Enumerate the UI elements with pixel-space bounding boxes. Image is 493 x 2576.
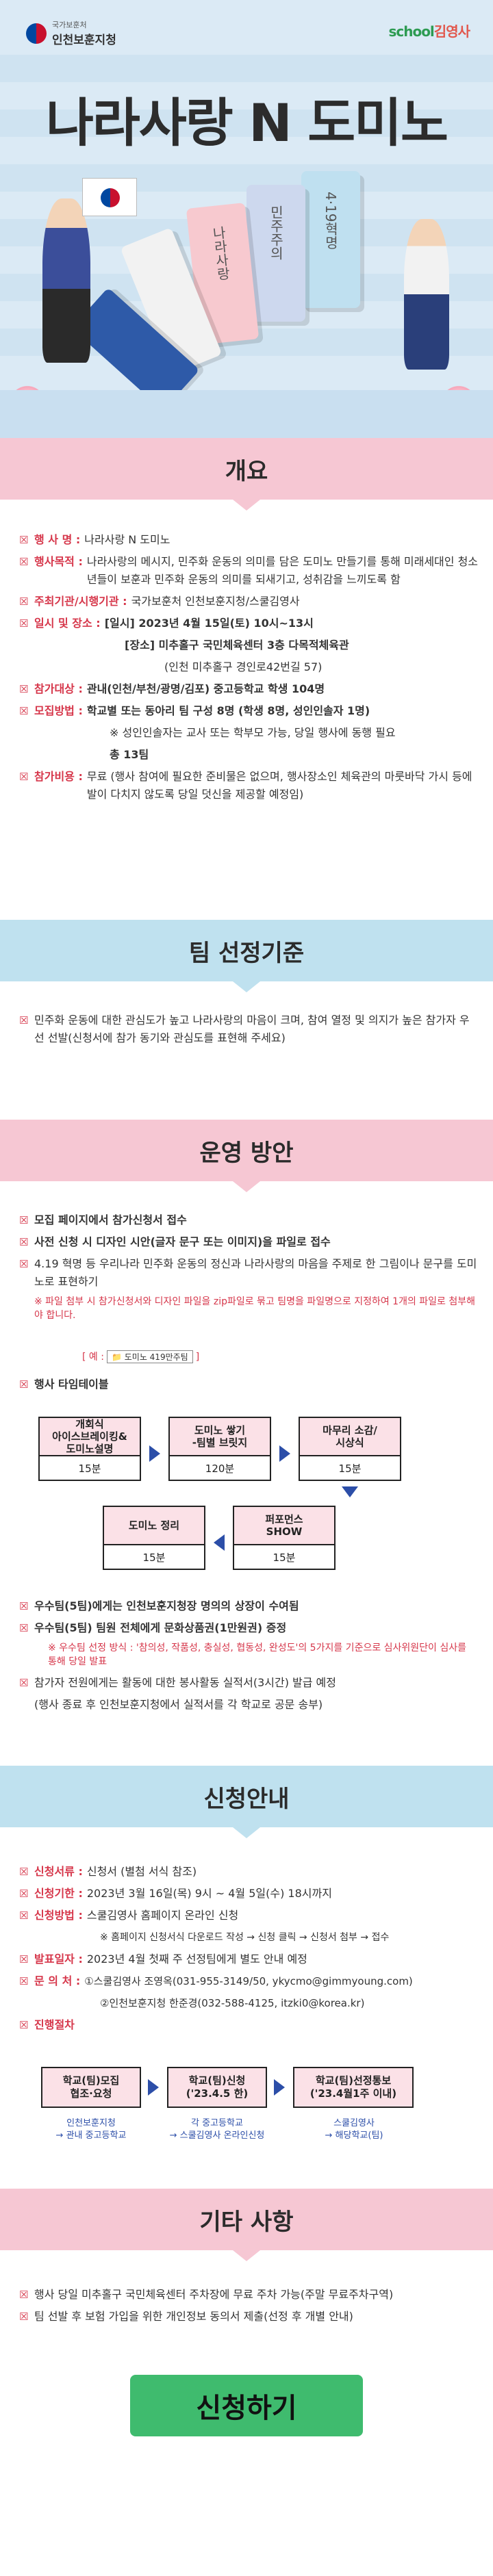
list-item: ※ 파일 첨부 시 참가신청서와 디자인 파일을 zip파일로 묶고 팀명을 파… xyxy=(34,1296,476,1321)
team-criteria: ☒민주화 운동에 대한 관심도가 높고 나라사랑의 마음이 크며, 참여 열정 … xyxy=(19,1012,478,1051)
apply-list: ☒신청서류 :신청서 (별첨 서식 참조) ☒신청기한 :2023년 3월 16… xyxy=(19,1863,478,2038)
flow-step-5: 도미노 정리 15분 xyxy=(103,1506,205,1570)
section-title: 신청안내 xyxy=(203,1785,290,1813)
process-step-1: 학교(팀)모집 협조·요청 xyxy=(41,2067,141,2108)
flow-step-4: 퍼포먼스 SHOW 15분 xyxy=(233,1506,336,1570)
arrow-right-icon xyxy=(279,1445,290,1462)
org-logo: 국가보훈처 인천보훈지청 xyxy=(26,19,116,47)
list-item: ☒행 사 명 :나라사랑 N 도미노 xyxy=(19,533,170,546)
section-title: 팀 선정기준 xyxy=(188,939,305,967)
list-item: ☒일시 및 장소 :[일시] 2023년 4월 15일(토) 10시~13시 xyxy=(19,617,314,630)
section-title: 기타 사항 xyxy=(199,2208,294,2236)
ground xyxy=(0,390,493,438)
list-item: ☒우수팀(5팀)에게는 인천보훈지청장 명의의 상장이 수여됨 xyxy=(19,1599,299,1612)
section-header-apply: 신청안내 xyxy=(0,1766,493,1838)
taegeuk-icon xyxy=(26,23,47,44)
org-small: 국가보훈처 xyxy=(52,21,87,29)
flow-step-2: 도미노 쌓기 -팀별 브릿지 120분 xyxy=(168,1417,271,1481)
list-item: ☒참가대상 :관내(인천/부천/광명/김포) 중고등학교 학생 104명 xyxy=(19,682,325,695)
domino-1: 4·19혁명 xyxy=(301,171,360,308)
list-item: ☒4.19 혁명 등 우리나라 민주화 운동의 정신과 나라사랑의 마음을 주제… xyxy=(19,1257,477,1288)
timetable-label-row: ☒행사 타임테이블 xyxy=(19,1378,109,1391)
list-item: ☒민주화 운동에 대한 관심도가 높고 나라사랑의 마음이 크며, 참여 열정 … xyxy=(19,1014,470,1044)
zip-file-icon: 📁 도미노 419만주팀 xyxy=(106,1350,193,1363)
list-item: ☒발표일자 :2023년 4월 첫째 주 선정팀에게 별도 안내 예정 xyxy=(19,1953,307,1966)
process-sub-2: 각 중고등학교 → 스쿨김영사 온라인신청 xyxy=(169,2118,265,2141)
process-sub-1: 인천보훈지청 → 관내 중고등학교 xyxy=(55,2118,127,2141)
flow-step-name: 개회식 아이스브레이킹& 도미노설명 xyxy=(40,1418,140,1456)
section-title: 운영 방안 xyxy=(199,1139,294,1167)
list-item: ☒행사목적 :나라사랑의 메시지, 민주화 운동의 의미를 담은 도미노 만들기… xyxy=(19,555,479,586)
flag-icon xyxy=(82,178,137,216)
list-item: 총 13팀 xyxy=(110,748,149,761)
arrow-right-icon xyxy=(274,2079,285,2096)
ops-list: ☒모집 페이지에서 참가신청서 접수 ☒사전 신청 시 디자인 시안(글자 문구… xyxy=(19,1211,478,1326)
list-item: ☒주최기관/시행기관 :국가보훈처 인천보훈지청/스쿨김영사 xyxy=(19,595,300,608)
process-step-2: 학교(팀)신청 ('23.4.5 한) xyxy=(167,2067,267,2108)
student-figure-left xyxy=(42,198,90,363)
section-header-team: 팀 선정기준 xyxy=(0,920,493,992)
arrow-left-icon xyxy=(214,1534,225,1551)
list-item: (인천 미추홀구 경인로42번길 57) xyxy=(164,660,323,673)
flow-step-1: 개회식 아이스브레이킹& 도미노설명 15분 xyxy=(38,1417,141,1481)
list-item: [장소] 미추홀구 국민체육센터 3층 다목적체육관 xyxy=(125,639,349,652)
list-item: (행사 종료 후 인천보훈지청에서 실적서를 각 학교로 공문 송부) xyxy=(34,1698,323,1711)
list-item: ☒진행절차 xyxy=(19,2018,75,2031)
brand-logo: school김영사 xyxy=(388,23,470,40)
list-item: ☒사전 신청 시 디자인 시안(글자 문구 또는 이미지)을 파일로 접수 xyxy=(19,1235,331,1248)
list-item: ※ 성인인솔자는 교사 또는 학부모 가능, 당일 행사에 동행 필요 xyxy=(110,726,396,739)
flow-step-time: 15분 xyxy=(78,1462,101,1475)
org-name: 인천보훈지청 xyxy=(52,34,116,47)
section-header-ops: 운영 방안 xyxy=(0,1120,493,1192)
arrow-right-icon xyxy=(148,2079,159,2096)
process-sub-3: 스쿨김영사 → 해당학교(팀) xyxy=(325,2118,383,2141)
section-title: 개요 xyxy=(225,457,268,485)
list-item: ☒팀 선발 후 보험 가입을 위한 개인정보 동의서 제출(선정 후 개별 안내… xyxy=(19,2310,353,2323)
section-header-overview: 개요 xyxy=(0,438,493,511)
list-item: ☒참가자 전원에게는 활동에 대한 봉사활동 실적서(3시간) 발급 예정 xyxy=(19,1676,336,1689)
list-item: ☒참가비용 :무료 (행사 참여에 필요한 준비물은 없으며, 행사장소인 체육… xyxy=(19,770,472,801)
list-item: ②인천보훈지청 한준경(032-588-4125, itzki0@korea.k… xyxy=(100,1997,365,2009)
process-step-3: 학교(팀)선정통보 ('23.4월1주 이내) xyxy=(293,2067,414,2108)
list-item: ※ 우수팀 선정 방식 : '참의성, 작품성, 충실성, 협동성, 완성도'의… xyxy=(48,1643,467,1667)
arrow-right-icon xyxy=(149,1445,160,1462)
list-item: ☒모집 페이지에서 참가신청서 접수 xyxy=(19,1213,187,1226)
file-example: [ 예 :📁 도미노 419만주팀] xyxy=(82,1350,200,1363)
apply-button[interactable]: 신청하기 xyxy=(130,2375,363,2436)
section-header-etc: 기타 사항 xyxy=(0,2189,493,2261)
flow-step-3: 마무리 소감/ 시상식 15분 xyxy=(299,1417,401,1481)
domino-2: 민주주의 xyxy=(246,185,305,322)
hero-banner: 국가보훈처 인천보훈지청 school김영사 나라사랑 N 도미노 4·19혁명… xyxy=(0,0,493,438)
list-item: ☒신청기한 :2023년 3월 16일(목) 9시 ~ 4월 5일(수) 18시… xyxy=(19,1887,332,1900)
overview-list: ☒행 사 명 :나라사랑 N 도미노 ☒행사목적 :나라사랑의 메시지, 민주화… xyxy=(19,531,478,808)
student-figure-right xyxy=(404,219,449,370)
list-item: ☒우수팀(5팀) 팀원 전체에게 문화상품권(1만원권) 증정 xyxy=(19,1621,287,1634)
ops-after-list: ☒우수팀(5팀)에게는 인천보훈지청장 명의의 상장이 수여됨 ☒우수팀(5팀)… xyxy=(19,1597,478,1718)
etc-list: ☒행사 당일 미추홀구 국민체육센터 주차장에 무료 주차 가능(주말 무료주차… xyxy=(19,2286,478,2330)
list-item: ☒신청방법 :스쿨김영사 홈페이지 온라인 신청 xyxy=(19,1909,239,1922)
list-item: ☒신청서류 :신청서 (별첨 서식 참조) xyxy=(19,1865,197,1878)
arrow-down-icon xyxy=(342,1486,358,1497)
list-item: ☒행사 당일 미추홀구 국민체육센터 주차장에 무료 주차 가능(주말 무료주차… xyxy=(19,2288,394,2301)
hero-title: 나라사랑 N 도미노 xyxy=(46,92,448,153)
list-item: ☒문 의 처 :①스쿨김영사 조영옥(031-955-3149/50, ykyc… xyxy=(19,1974,413,1987)
list-item: ※ 홈페이지 신청서식 다운로드 작성 → 신청 클릭 → 신청서 첨부 → 접… xyxy=(100,1932,390,1943)
list-item: ☒모집방법 :학교별 또는 동아리 팀 구성 8명 (학생 8명, 성인인솔자 … xyxy=(19,704,370,717)
